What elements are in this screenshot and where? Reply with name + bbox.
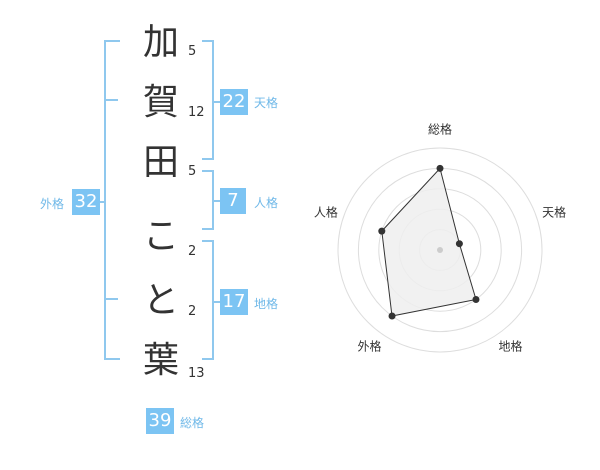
gaikaku-bracket-tick-5 bbox=[104, 298, 118, 300]
jinkaku-value-box: 7 bbox=[220, 188, 246, 214]
name-char-4: こ bbox=[142, 216, 179, 257]
stroke-count-1: 5 bbox=[188, 44, 197, 59]
radar-axis-label: 地格 bbox=[498, 339, 522, 354]
radar-axis-label: 人格 bbox=[314, 204, 338, 219]
name-char-3: 田 bbox=[142, 142, 179, 183]
soukaku-value-box: 39 bbox=[146, 408, 174, 434]
radar-point bbox=[436, 164, 444, 172]
gaikaku-value-box: 32 bbox=[72, 189, 100, 215]
radar-axis-label: 外格 bbox=[357, 339, 381, 354]
chikaku-connector bbox=[212, 301, 220, 303]
gaikaku-bracket-vertical bbox=[104, 40, 106, 360]
stroke-count-2: 12 bbox=[188, 105, 205, 120]
name-char-1: 加 bbox=[142, 22, 179, 63]
tenkaku-bracket-bottom bbox=[202, 158, 214, 160]
tenkaku-bracket-vertical bbox=[212, 40, 214, 160]
stroke-count-4: 2 bbox=[188, 244, 197, 259]
radar-center-dot bbox=[437, 247, 443, 253]
chikaku-label: 地格 bbox=[254, 297, 279, 311]
tenkaku-bracket-top bbox=[202, 40, 214, 42]
tenkaku-connector bbox=[212, 101, 220, 103]
gaikaku-bracket-top-tick bbox=[104, 40, 120, 42]
jinkaku-bracket-bottom bbox=[202, 228, 214, 230]
radar-axis-label: 天格 bbox=[542, 204, 566, 219]
stroke-count-6: 13 bbox=[188, 366, 205, 381]
name-char-2: 賀 bbox=[142, 82, 179, 123]
soukaku-label: 総格 bbox=[180, 416, 205, 430]
jinkaku-label: 人格 bbox=[254, 196, 279, 210]
radar-ring bbox=[337, 147, 543, 353]
gaikaku-label: 外格 bbox=[40, 197, 65, 211]
tenkaku-label: 天格 bbox=[254, 96, 279, 110]
radar-point bbox=[388, 312, 396, 320]
tenkaku-value-box: 22 bbox=[220, 89, 248, 115]
radar-data-area bbox=[381, 167, 477, 317]
gaikaku-bracket-tick-2 bbox=[104, 99, 118, 101]
radar-point bbox=[472, 296, 480, 304]
radar-axis-label: 総格 bbox=[428, 122, 452, 137]
gaikaku-connector bbox=[98, 201, 105, 203]
jinkaku-bracket-top bbox=[202, 170, 214, 172]
chikaku-value-box: 17 bbox=[220, 289, 248, 315]
jinkaku-connector bbox=[212, 200, 220, 202]
chikaku-bracket-vertical bbox=[212, 240, 214, 360]
name-char-6: 葉 bbox=[142, 340, 179, 381]
radar-point bbox=[378, 227, 386, 235]
stroke-count-3: 5 bbox=[188, 164, 197, 179]
name-char-5: と bbox=[142, 280, 179, 321]
stroke-count-5: 2 bbox=[188, 304, 197, 319]
chikaku-bracket-bottom bbox=[202, 358, 214, 360]
chikaku-bracket-top bbox=[202, 240, 214, 242]
gaikaku-bracket-bottom-tick bbox=[104, 358, 120, 360]
radar-point bbox=[455, 240, 463, 248]
